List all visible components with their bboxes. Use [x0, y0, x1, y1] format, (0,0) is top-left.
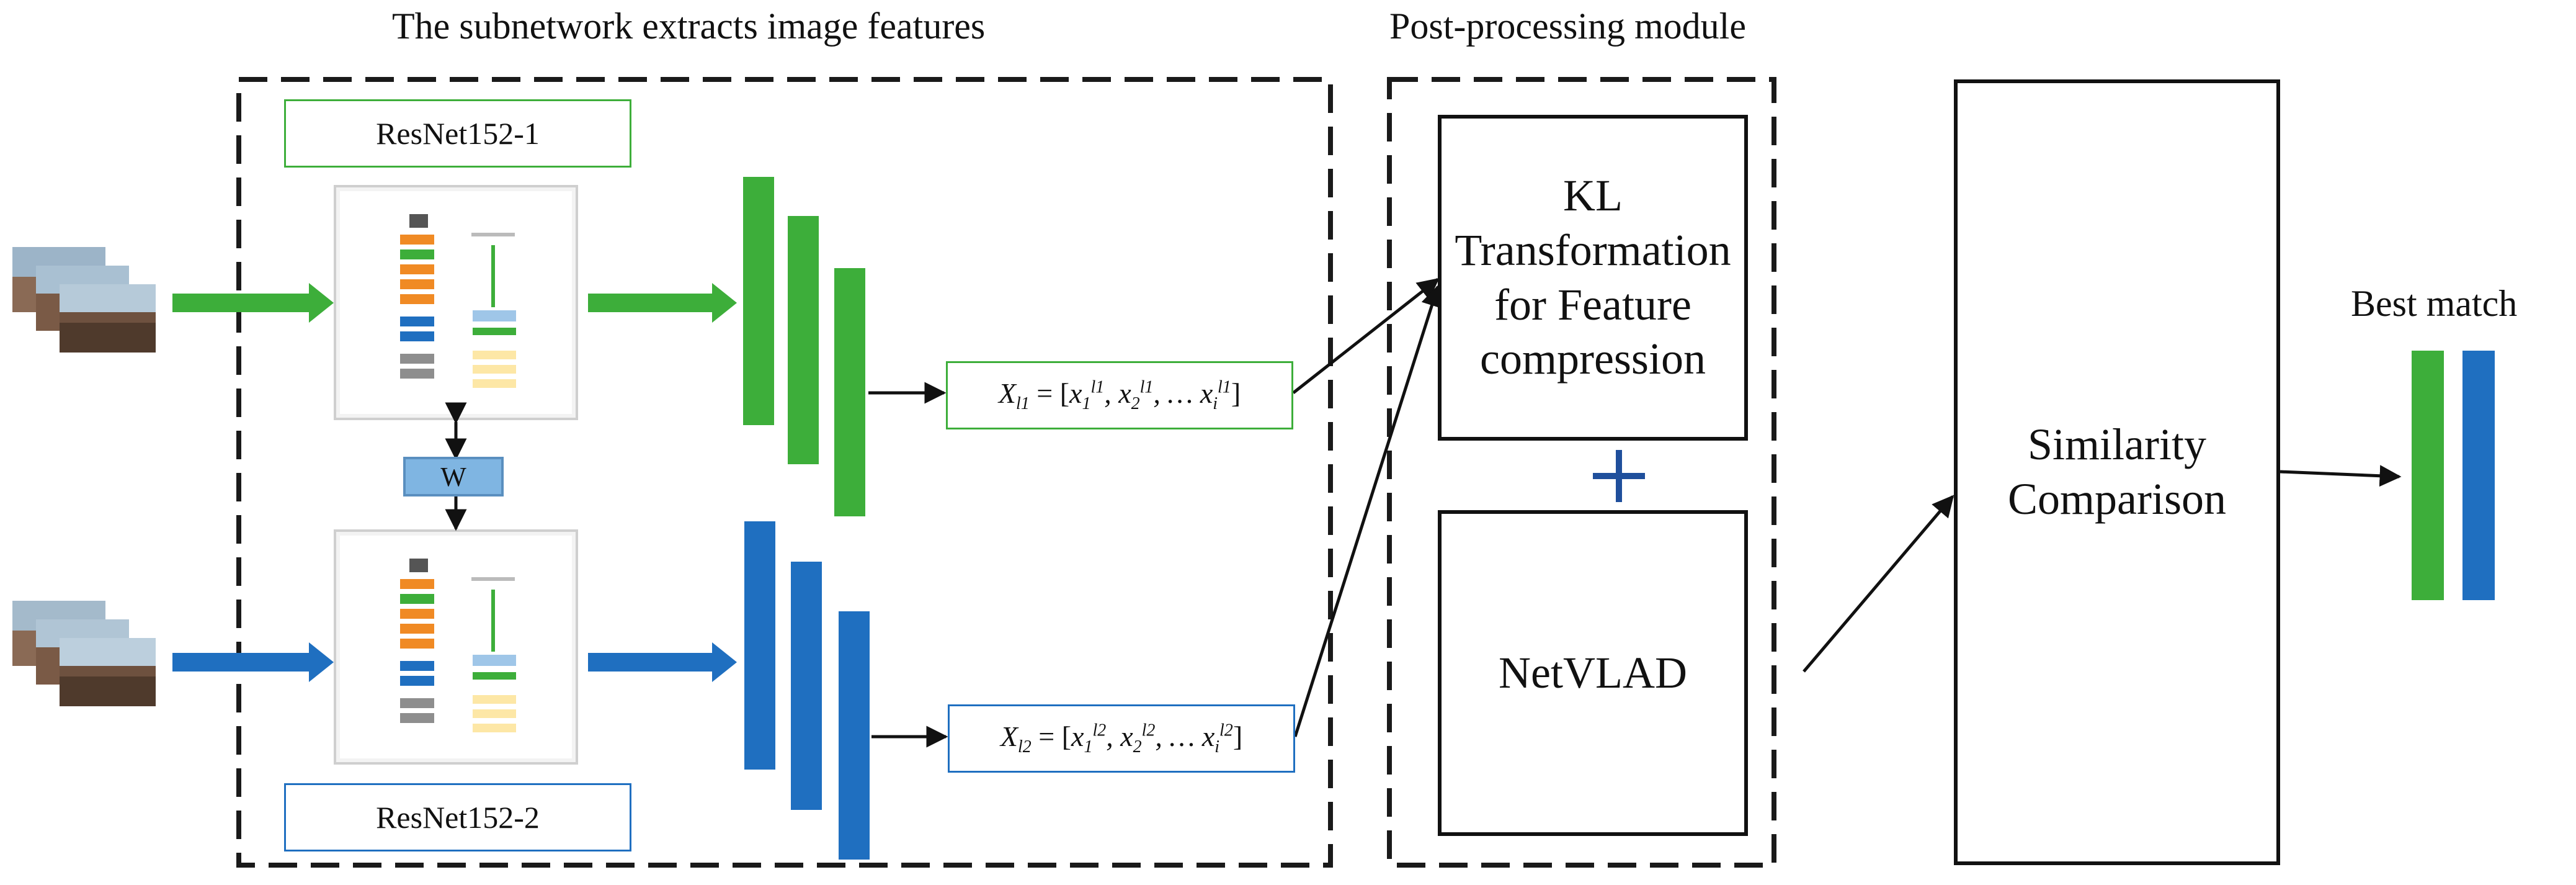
similarity-line-2: Comparison	[2008, 474, 2226, 524]
feature-bar-green-3	[834, 268, 865, 516]
arrow-feature1-to-kl	[1292, 277, 1440, 394]
postprocess-frame	[1387, 77, 1776, 868]
kl-line-2: Transformation	[1455, 225, 1731, 275]
feature-vector-1-formula: Xl1 = [x1l1, x2l1, … xil1]	[998, 377, 1241, 414]
feature-2-subscript: l2	[1017, 737, 1032, 757]
kl-transformation-box: KL Transformation for Feature compressio…	[1438, 115, 1748, 441]
similarity-comparison-box: Similarity Comparison	[1954, 79, 2280, 865]
similarity-text: Similarity Comparison	[2008, 418, 2226, 527]
subnetwork-title: The subnetwork extracts image features	[392, 6, 986, 47]
kl-transformation-text: KL Transformation for Feature compressio…	[1455, 169, 1731, 387]
input-arrow-green	[172, 283, 334, 323]
resnet-1-label: ResNet152-1	[284, 99, 631, 168]
input-image-stack-2	[12, 601, 156, 706]
resnet-2-label: ResNet152-2	[284, 783, 631, 851]
feature-vector-2-formula: Xl2 = [x1l2, x2l2, … xil2]	[1000, 720, 1243, 757]
resnet-thumbnail-2	[334, 529, 578, 765]
best-match-bar-green	[2412, 351, 2444, 600]
arrow-feature2-to-kl	[1293, 284, 1443, 737]
plus-vertical	[1616, 450, 1622, 502]
postprocess-title: Post-processing module	[1389, 6, 1746, 47]
feature-2-symbol: X	[1000, 720, 1018, 752]
feature-bar-green-2	[788, 216, 819, 464]
kl-line-4: compression	[1480, 334, 1706, 384]
feature-bar-blue-1	[744, 521, 775, 770]
feature-bar-blue-2	[791, 562, 822, 810]
feature-bar-blue-3	[839, 611, 870, 860]
feature-1-symbol: X	[998, 377, 1016, 409]
weight-box	[403, 457, 504, 496]
kl-line-1: KL	[1563, 170, 1623, 220]
best-match-bar-blue	[2462, 351, 2495, 600]
netvlad-label: NetVLAD	[1499, 647, 1687, 698]
weight-label: W	[440, 461, 466, 492]
kl-line-3: for Feature	[1494, 279, 1691, 330]
input-image-stack-1	[12, 247, 156, 353]
arrow-netvlad-to-similarity	[1803, 495, 1954, 673]
subnetwork-frame	[236, 77, 1333, 868]
resnet-thumbnail-1	[334, 185, 578, 420]
output-arrow-blue	[588, 642, 737, 682]
feature-vector-1: Xl1 = [x1l1, x2l1, … xil1]	[946, 361, 1293, 429]
netvlad-box: NetVLAD	[1438, 510, 1748, 836]
arrow-similarity-to-result	[2280, 465, 2402, 487]
input-arrow-blue	[172, 642, 334, 682]
feature-1-subscript: l1	[1015, 394, 1030, 414]
similarity-line-1: Similarity	[2027, 420, 2206, 470]
output-arrow-green	[588, 283, 737, 323]
feature-bar-green-1	[743, 177, 774, 425]
best-match-title: Best match	[2351, 283, 2518, 324]
feature-vector-2: Xl2 = [x1l2, x2l2, … xil2]	[948, 704, 1295, 773]
